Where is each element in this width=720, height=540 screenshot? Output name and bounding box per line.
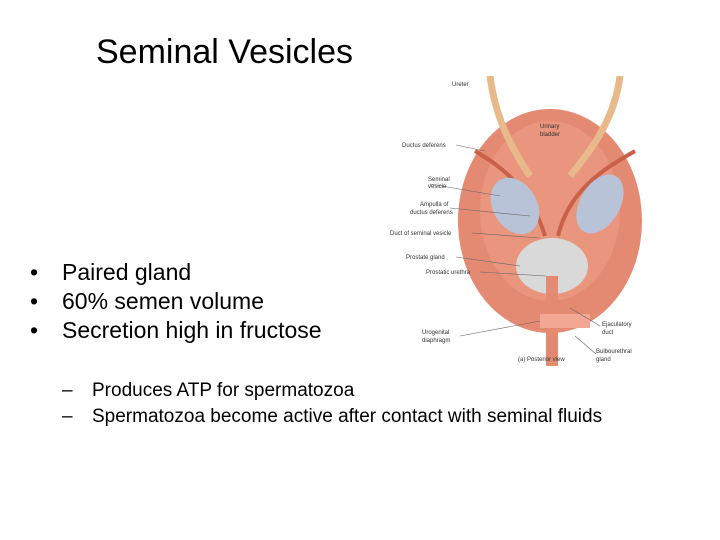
right-ductus-shape: [556, 149, 637, 237]
figure-caption: (a) Posterior view: [518, 357, 565, 363]
left-ureter-shape: [486, 75, 533, 178]
bullet-marker: •: [30, 317, 39, 343]
label-urinary-bladder: bladder: [540, 132, 560, 138]
label-ureter: Ureter: [452, 82, 469, 88]
label-ampulla: ductus deferens: [410, 210, 453, 216]
label-ejaculatory-duct: Ejaculatory: [602, 322, 632, 328]
label-seminal-vesicle: Seminal: [428, 177, 450, 183]
label-seminal-vesicle: vesicle: [428, 184, 447, 190]
bullet-marker: •: [30, 288, 39, 314]
label-ejaculatory-duct: duct: [602, 330, 614, 336]
label-ampulla: Ampulla of: [420, 202, 449, 208]
bullet-text: Secretion high in fructose: [62, 317, 322, 343]
prostate-shape: [516, 238, 588, 294]
anatomy-figure: Ureter Urinary bladder Ductus deferens S…: [390, 75, 680, 370]
label-ductus-deferens: Ductus deferens: [402, 143, 446, 149]
label-bulbourethral-gland: Bulbourethral: [596, 349, 632, 355]
anatomy-illustration: Ureter Urinary bladder Ductus deferens S…: [390, 75, 642, 366]
bullet-list: • Paired gland • 60% semen volume • Secreti…: [30, 258, 322, 345]
bullet-item: • 60% semen volume: [30, 287, 322, 316]
right-seminal-vesicle-shape: [576, 174, 624, 234]
bullet-item: • Paired gland: [30, 258, 322, 287]
bullet-marker: •: [30, 259, 39, 285]
bullet-item: • Secretion high in fructose: [30, 316, 322, 345]
slide-title: Seminal Vesicles: [96, 33, 354, 71]
label-urogenital-diaphragm: diaphragm: [422, 338, 450, 344]
right-ureter-shape: [567, 75, 624, 179]
sub-bullet-item: –Produces ATP for spermatozoa: [62, 378, 702, 404]
label-bulbourethral-gland: gland: [596, 357, 611, 363]
sub-bullet-item: –Spermatozoa become active after contact…: [62, 404, 702, 430]
bullet-text: 60% semen volume: [62, 288, 264, 314]
sub-bullet-list: –Produces ATP for spermatozoa –Spermatoz…: [62, 378, 702, 430]
label-duct-of-seminal-vesicle: Duct of seminal vesicle: [390, 231, 452, 237]
label-urogenital-diaphragm: Urogenital: [422, 330, 449, 336]
left-seminal-vesicle-shape: [490, 177, 540, 235]
figure-labels: Ureter Urinary bladder Ductus deferens S…: [390, 82, 632, 363]
dash-marker: –: [62, 406, 73, 427]
urogenital-diaphragm-shape: [540, 314, 590, 328]
label-prostate-gland: Prostate gland: [406, 255, 445, 261]
sub-bullet-text: Spermatozoa become active after contact …: [92, 406, 603, 427]
label-urinary-bladder: Urinary: [540, 124, 559, 130]
dash-marker: –: [62, 380, 73, 401]
sub-bullet-text: Produces ATP for spermatozoa: [92, 380, 355, 401]
bullet-text: Paired gland: [62, 259, 192, 285]
leader-lines: [429, 144, 601, 355]
label-prostatic-urethra: Prostatic urethra: [426, 270, 471, 276]
